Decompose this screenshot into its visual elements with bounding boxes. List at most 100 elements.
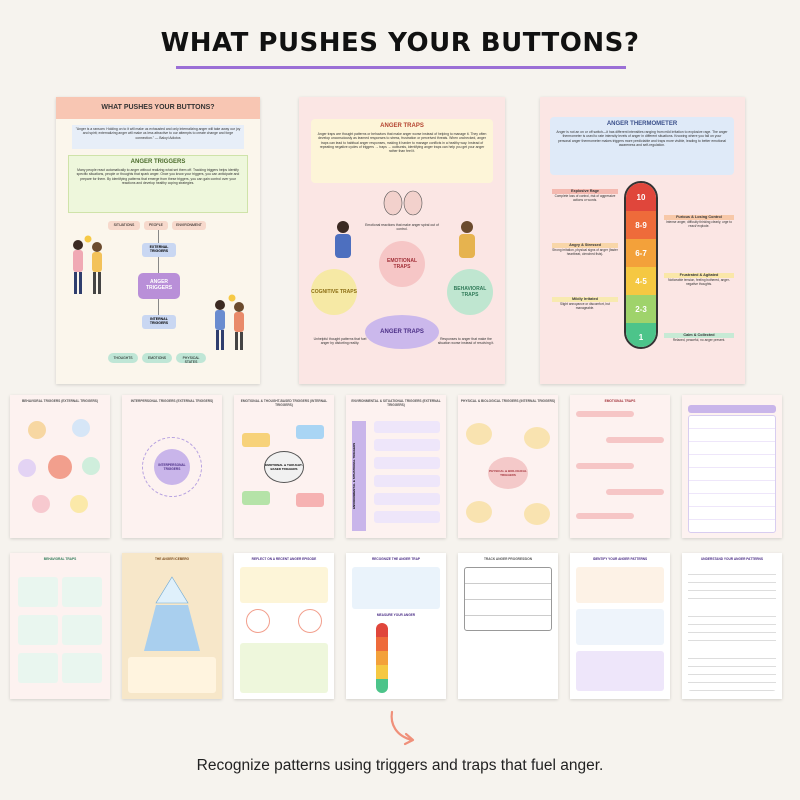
anger-traps-center: ANGER TRAPS	[365, 315, 439, 349]
behavioral-traps-bubble: BEHAVIORAL TRAPS	[447, 269, 493, 315]
row3-title-1: THE ANGER ICEBERG	[154, 557, 190, 561]
page2-body: Anger traps are thought patterns or beha…	[317, 132, 487, 153]
list-row	[374, 511, 440, 523]
label-explosive: Explosive Rage Complete loss of control,…	[552, 189, 618, 202]
level-6-7: 6-7	[626, 239, 656, 267]
circle-who	[246, 609, 270, 633]
thermometer: 10 8-9 6-7 4-5 2-3 1	[624, 181, 658, 349]
write-area	[576, 567, 664, 603]
row3-title-3: RECOGNIZE THE ANGER TRAP	[371, 557, 421, 561]
burst	[466, 501, 492, 523]
write-area	[688, 651, 776, 691]
row3-title-4: TRACK ANGER PROGRESSION	[483, 557, 533, 561]
level-10: 10	[626, 183, 656, 211]
tag-physical-states: PHYSICAL STATES	[176, 353, 206, 364]
checkbox-row	[352, 567, 440, 609]
page3-title: ANGER THERMOMETER	[606, 121, 678, 127]
page2-intro-box: ANGER TRAPS Anger traps are thought patt…	[311, 119, 493, 183]
burst	[466, 423, 492, 445]
level-2-3: 2-3	[626, 295, 656, 323]
row3-title-6: UNDERSTAND YOUR ANGER PATTERNS	[701, 557, 763, 561]
row2-title-3: ENVIRONMENTAL & SITUATIONAL TRIGGERS (EX…	[351, 399, 441, 407]
speech-bubble	[296, 425, 324, 439]
level-4-5: 4-5	[626, 267, 656, 295]
page3-intro-box: ANGER THERMOMETER Anger is not an on or …	[550, 117, 734, 175]
section-band	[606, 489, 664, 495]
worksheet-emotional-thought-triggers: EMOTIONAL & THOUGHT-BASED TRIGGERS (INTE…	[234, 395, 334, 538]
section-band	[606, 437, 664, 443]
card	[18, 577, 58, 607]
page-title: WHAT PUSHES YOUR BUTTONS?	[160, 28, 640, 58]
speech-bubble	[242, 433, 270, 447]
worksheet-cognitive-traps: COGNITIVE TRAPS	[682, 395, 782, 538]
center-bubble	[48, 455, 72, 479]
worksheet-reflect-episode: REFLECT ON A RECENT ANGER EPISODE	[234, 553, 334, 699]
tag-emotions: EMOTIONS	[142, 353, 172, 363]
ring	[142, 437, 202, 497]
speech-bubble	[242, 491, 270, 505]
write-area	[576, 609, 664, 645]
label-calm: Calm & Collected Relaxed, peaceful, no a…	[664, 333, 734, 342]
worksheet-identify-patterns: IDENTIFY YOUR ANGER PATTERNS	[570, 553, 670, 699]
internal-triggers-box: INTERNAL TRIGGERS	[142, 315, 176, 329]
caption: Recognize patterns using triggers and tr…	[196, 757, 604, 774]
page3-body: Anger is not an on or off switch—it has …	[556, 130, 728, 147]
worksheet-understand-patterns: UNDERSTAND YOUR ANGER PATTERNS	[682, 553, 782, 699]
cognitive-note: Unhelpful thought patterns that fuel ang…	[313, 337, 367, 346]
card	[18, 615, 58, 645]
card	[18, 653, 58, 683]
worksheet-track-progression: TRACK ANGER PROGRESSION	[458, 553, 558, 699]
people-illustration-right	[215, 294, 244, 350]
tag-environment: ENVIRONMENT	[172, 221, 206, 230]
emotional-traps-bubble: EMOTIONAL TRAPS	[379, 241, 425, 287]
emotional-note: Emotional reactions that make anger spir…	[365, 223, 439, 232]
worksheet-behavioral-triggers: BEHAVIORAL TRIGGERS (EXTERNAL TRIGGERS)	[10, 395, 110, 538]
worksheet-recognize-trap: RECOGNIZE THE ANGER TRAP MEASURE YOUR AN…	[346, 553, 446, 699]
row3-title-0: BEHAVIORAL TRAPS	[43, 557, 77, 561]
section-band	[576, 411, 634, 417]
external-triggers-box: EXTERNAL TRIGGERS	[142, 243, 176, 257]
write-area	[240, 567, 328, 603]
row3-sub-3: MEASURE YOUR ANGER	[376, 613, 416, 617]
worksheet-physical-triggers: PHYSICAL & BIOLOGICAL TRIGGERS (INTERNAL…	[458, 395, 558, 538]
card	[62, 615, 102, 645]
petal	[72, 419, 90, 437]
label-frustrated: Frustrated & Agitated Noticeable tension…	[664, 273, 734, 286]
progression-table	[464, 567, 552, 631]
connector	[158, 257, 159, 273]
section-band	[576, 513, 634, 519]
behavioral-note: Responses to anger that make the situati…	[437, 337, 495, 346]
write-area	[688, 567, 776, 603]
people-illustration-left	[73, 235, 102, 294]
list-row	[374, 493, 440, 505]
worksheet-page-anger-traps: ANGER TRAPS Anger traps are thought patt…	[299, 97, 505, 384]
connector	[158, 299, 159, 315]
petal	[70, 495, 88, 513]
table-header	[688, 405, 776, 413]
tag-thoughts: THOUGHTS	[108, 353, 138, 363]
row3-title-5: IDENTIFY YOUR ANGER PATTERNS	[592, 557, 648, 561]
worksheet-page-anger-thermometer: ANGER THERMOMETER Anger is not an on or …	[540, 97, 745, 384]
write-area	[688, 609, 776, 645]
burst	[524, 503, 550, 525]
circle-what	[298, 609, 322, 633]
card	[62, 577, 102, 607]
list-row	[374, 475, 440, 487]
label-furious: Furious & Losing Control Intense anger, …	[664, 215, 734, 228]
row3-title-2: REFLECT ON A RECENT ANGER EPISODE	[251, 557, 317, 561]
page2-title: ANGER TRAPS	[380, 123, 424, 129]
worksheet-interpersonal-triggers: INTERPERSONAL TRIGGERS (EXTERNAL TRIGGER…	[122, 395, 222, 538]
center-bubble: EMOTIONAL & THOUGHT-BASED TRIGGERS	[264, 451, 304, 483]
petal	[18, 459, 36, 477]
worksheet-environmental-triggers: ENVIRONMENTAL & SITUATIONAL TRIGGERS (EX…	[346, 395, 446, 538]
side-label: ENVIRONMENTAL & SITUATIONAL TRIGGERS	[352, 421, 366, 531]
faces-illustration	[383, 190, 423, 216]
list-row	[374, 421, 440, 433]
burst	[524, 427, 550, 449]
man-illustration	[335, 221, 351, 258]
page1-section-box: ANGER TRIGGERS Many people react automat…	[68, 155, 248, 213]
petal	[28, 421, 46, 439]
row2-title-5: EMOTIONAL TRAPS	[604, 399, 636, 403]
label-angry: Angry & Stressed Strong irritation, phys…	[552, 243, 618, 256]
label-mildly-irritated: Mildly Irritated Slight annoyance or dis…	[552, 297, 618, 310]
